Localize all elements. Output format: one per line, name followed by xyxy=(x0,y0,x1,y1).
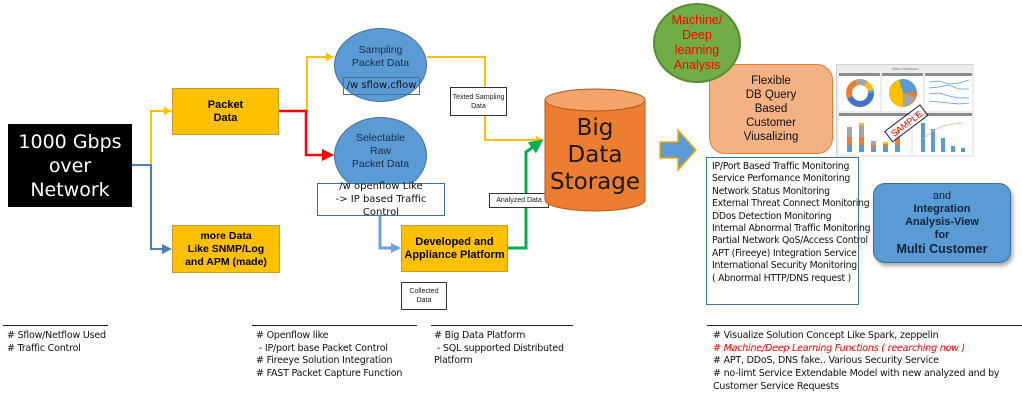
divider xyxy=(707,325,1022,326)
label-line: Data xyxy=(471,102,486,110)
sampling-packet-ellipse: Sampling Packet Data xyxy=(334,28,427,102)
monitoring-item: IP/Port Based Traffic Monitoring xyxy=(712,161,850,172)
footnote-line: - SQL supported Distributed xyxy=(434,342,564,354)
divider xyxy=(252,325,417,326)
integration-line: for xyxy=(934,228,950,241)
monitoring-item: External Threat Connect Monitoring xyxy=(712,198,870,210)
sample-dashboard-thumbnail: Sales Dashboard xyxy=(836,64,974,157)
raw-line: Selectable xyxy=(355,132,406,144)
integration-analysis-view-box: and Integration Analysis-View for Multi … xyxy=(873,183,1011,263)
raw-packet-ellipse: Selectable Raw Packet Data xyxy=(334,117,427,194)
more-data-line: more Data xyxy=(200,229,252,242)
more-data-box: more Data Like SNMP/Log and APM (made) xyxy=(172,225,280,273)
analyzed-data-label: Analyzed Data xyxy=(489,193,549,208)
flow-source-to-packet xyxy=(132,107,172,166)
more-data-line: and APM (made) xyxy=(185,255,267,268)
storage-label: Big Data Storage xyxy=(544,105,646,205)
flow-packet-to-sampling xyxy=(279,53,334,112)
footnotes-visualizing: # Visualize Solution Concept Like Spark,… xyxy=(713,330,1000,394)
footnotes-appliance: # Openflow like - IP/port base Packet Co… xyxy=(256,330,402,381)
ml-line: Deep xyxy=(682,28,712,42)
packet-data-line: Data xyxy=(213,111,238,124)
source-line: Network xyxy=(30,178,110,201)
integration-line: Analysis-View xyxy=(905,215,979,228)
visualizing-line: Based xyxy=(754,103,788,115)
monitoring-item: APT (Fireeye) Integration Service xyxy=(712,247,857,259)
big-data-storage-cylinder xyxy=(544,88,646,212)
ml-line: learning xyxy=(674,43,720,57)
visualizing-line: Viusalizing xyxy=(743,131,799,143)
collected-data-label: Collected Data xyxy=(401,282,447,310)
footnote-line: Customer Service Requests xyxy=(713,380,839,392)
footnote-line: # Openflow like xyxy=(256,330,329,341)
label-line: Texted Sampling xyxy=(452,93,505,101)
integration-line: and xyxy=(932,189,952,202)
packet-data-box: Packet Data xyxy=(172,88,279,135)
visualizing-line: Flexible xyxy=(751,75,791,87)
appliance-line: Developed and xyxy=(415,235,494,248)
appliance-line: Appliance Platform xyxy=(404,248,505,261)
footnote-line: # no-limt Service Extendable Model with … xyxy=(713,368,1000,380)
dashboard-title: Sales Dashboard xyxy=(892,67,919,71)
divider xyxy=(3,325,108,326)
label-line: Collected xyxy=(409,288,439,295)
footnotes-storage: # Big Data Platform - SQL supported Dist… xyxy=(434,330,564,368)
footnotes-network: # Sflow/Netflow Used # Traffic Control xyxy=(7,330,106,355)
footnote-line: Platform xyxy=(434,355,473,367)
openflow-note-line: -> IP based Traffic Control xyxy=(335,194,427,218)
footnote-line: # Fireeye Solution Integration xyxy=(256,355,393,367)
dashboard-graphic: Sales Dashboard xyxy=(837,65,974,157)
db-query-visualizing-box: Flexible DB Query Based Customer Viusali… xyxy=(709,64,833,154)
monitoring-item: Network Status Monitoring xyxy=(712,185,830,197)
footnote-line: # Visualize Solution Concept Like Spark,… xyxy=(713,330,939,341)
source-line: 1000 Gbps xyxy=(18,130,122,153)
monitoring-item: Internal Abnormal Traffic Monitoring xyxy=(712,223,871,235)
raw-line: Raw xyxy=(369,145,391,157)
texted-sampling-label: Texted Sampling Data xyxy=(450,87,507,116)
visualizing-line: DB Query xyxy=(745,89,797,101)
monitoring-item: International Security Monitoring xyxy=(712,260,857,272)
sampling-line: Sampling xyxy=(358,44,403,56)
label-line: Data xyxy=(416,297,432,304)
footnote-line: # FAST Packet Capture Function xyxy=(256,368,403,380)
more-data-line: Like SNMP/Log xyxy=(187,242,265,255)
integration-line: Integration xyxy=(913,202,971,215)
flow-source-to-more-data xyxy=(130,164,172,254)
monitoring-item: ( Abnormal HTTP/DNS request ) xyxy=(712,272,851,284)
storage-line: Big xyxy=(576,114,614,141)
appliance-platform-box: Developed and Appliance Platform xyxy=(401,225,508,272)
footnote-line: # APT, DDoS, DNS fake.. Various Security… xyxy=(713,355,939,367)
ml-line: Machine/ xyxy=(671,13,723,27)
storage-line: Storage xyxy=(550,168,640,195)
footnote-line: # Big Data Platform xyxy=(434,330,526,341)
flow-packet-to-raw xyxy=(279,109,334,161)
divider xyxy=(431,325,573,326)
openflow-note-line: /w openflow Like xyxy=(339,181,423,192)
monitoring-item: DDos Detection Monitoring xyxy=(712,210,832,222)
footnote-line: # Sflow/Netflow Used xyxy=(7,330,106,341)
block-arrow-to-visualizing xyxy=(659,128,698,172)
footnote-line: - IP/port base Packet Control xyxy=(256,342,388,354)
visualizing-line: Customer xyxy=(746,117,796,129)
footnote-line-highlight: # Machine/Deep Learning Functions ( reea… xyxy=(713,342,966,354)
storage-line: Data xyxy=(567,141,623,168)
footnote-line: # Traffic Control xyxy=(7,342,81,354)
monitoring-item: Partial Network QoS/Access Control xyxy=(712,235,868,247)
sflow-note: /w sflow,cflow xyxy=(343,77,420,95)
openflow-note: /w openflow Like -> IP based Traffic Con… xyxy=(317,181,445,218)
source-line: over xyxy=(48,154,92,177)
sampling-line: Packet Data xyxy=(351,57,410,69)
integration-line: Multi Customer xyxy=(896,241,988,256)
network-source-box: 1000 Gbps over Network xyxy=(8,124,132,207)
raw-line: Packet Data xyxy=(351,158,410,170)
monitoring-features-list: IP/Port Based Traffic Monitoring Service… xyxy=(706,157,871,305)
packet-data-line: Packet xyxy=(207,98,244,111)
ml-line: Analysis xyxy=(673,58,721,72)
machine-learning-ellipse: Machine/ Deep learning Analysis xyxy=(653,3,741,83)
monitoring-item: Service Perfomance Monitoring xyxy=(712,173,850,185)
